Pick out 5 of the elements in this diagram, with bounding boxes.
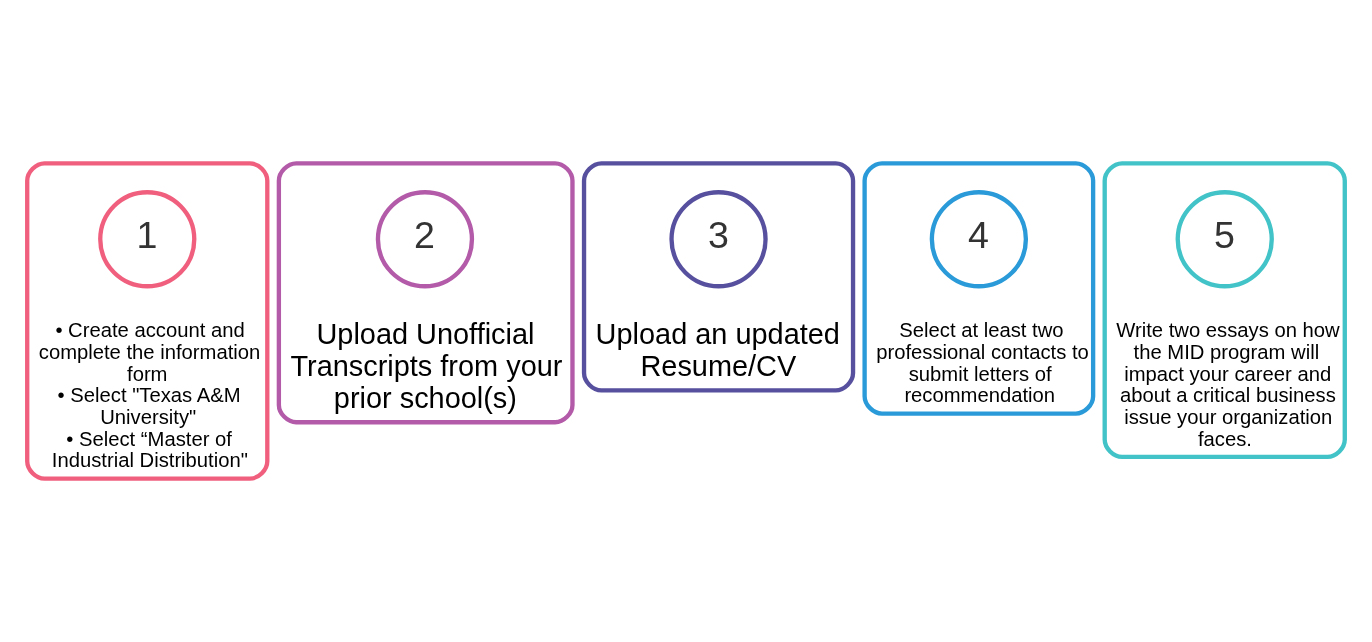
node-circle: 2 [375,190,475,289]
node-circle: 5 [1175,190,1274,289]
node-circle: 4 [929,190,1029,289]
node-circle: 3 [669,190,768,289]
node-circle: 1 [98,190,197,289]
